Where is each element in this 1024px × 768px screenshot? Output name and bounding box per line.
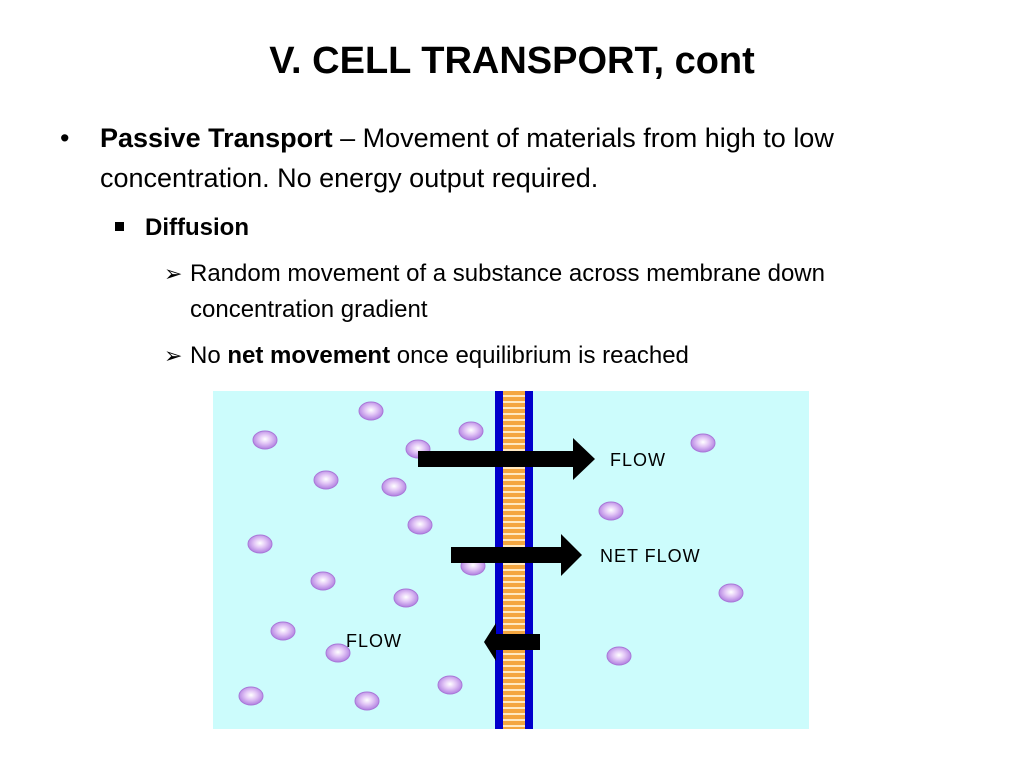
diffusion-label: Diffusion bbox=[145, 214, 249, 241]
particle-icon bbox=[358, 401, 384, 421]
particle-icon bbox=[310, 571, 336, 591]
net-movement-post: once equilibrium is reached bbox=[390, 342, 689, 369]
particle-icon bbox=[238, 686, 264, 706]
particle-icon bbox=[690, 433, 716, 453]
bullet-diffusion: Diffusion bbox=[115, 212, 249, 244]
particle-icon bbox=[393, 588, 419, 608]
bullet-random-movement: ➢ Random movement of a substance across … bbox=[164, 256, 970, 328]
arrow-shaft bbox=[418, 451, 573, 467]
particle-icon bbox=[598, 501, 624, 521]
flow-arrow-top bbox=[418, 438, 595, 480]
bullet-net-movement: ➢ No net movement once equilibrium is re… bbox=[164, 338, 970, 374]
particle-icon bbox=[313, 470, 339, 490]
net-movement-pre: No bbox=[190, 342, 228, 369]
flow-label-bottom: FLOW bbox=[346, 631, 402, 651]
flow-label-top: FLOW bbox=[610, 450, 666, 470]
particle-icon bbox=[437, 675, 463, 695]
net-flow-arrow bbox=[451, 534, 582, 576]
particle-icon bbox=[252, 430, 278, 450]
arrow-bullet-icon: ➢ bbox=[164, 261, 183, 286]
random-movement-text: Random movement of a substance across me… bbox=[190, 260, 825, 323]
particle-icon bbox=[381, 477, 407, 497]
slide-title: V. CELL TRANSPORT, cont bbox=[269, 40, 755, 82]
particles bbox=[238, 401, 744, 711]
arrow-head bbox=[484, 623, 496, 661]
passive-transport-term: Passive Transport bbox=[100, 123, 333, 153]
square-bullet-icon bbox=[115, 222, 124, 231]
particle-icon bbox=[325, 643, 351, 663]
arrow-bullet-icon: ➢ bbox=[164, 343, 183, 368]
arrow-shaft bbox=[451, 547, 563, 563]
bullet-dot-icon: • bbox=[60, 123, 70, 153]
net-flow-label: NET FLOW bbox=[600, 546, 701, 566]
particle-icon bbox=[606, 646, 632, 666]
arrow-head bbox=[561, 534, 582, 576]
particle-icon bbox=[354, 691, 380, 711]
arrow-head bbox=[573, 438, 595, 480]
particle-icon bbox=[247, 534, 273, 554]
particle-icon bbox=[458, 421, 484, 441]
net-movement-term: net movement bbox=[227, 342, 391, 369]
bullet-passive-transport: • Passive Transport – Movement of materi… bbox=[60, 118, 980, 198]
diffusion-diagram: FLOW NET FLOW FLOW bbox=[213, 391, 809, 729]
particle-icon bbox=[718, 583, 744, 603]
arrow-shaft bbox=[494, 634, 540, 650]
flow-arrow-bottom bbox=[484, 623, 540, 661]
passive-transport-description: – Movement of materials from high to low… bbox=[100, 123, 834, 193]
particle-icon bbox=[407, 515, 433, 535]
particle-icon bbox=[270, 621, 296, 641]
